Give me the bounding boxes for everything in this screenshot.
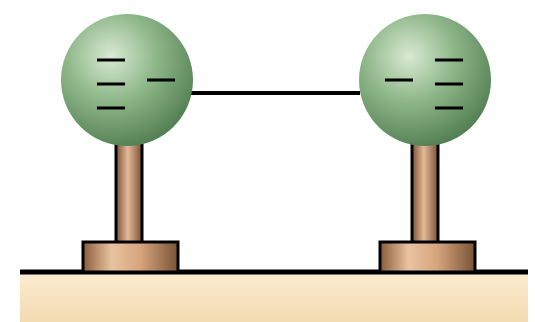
- left-base: [81, 240, 180, 274]
- right-base: [378, 240, 477, 274]
- left-post: [114, 138, 144, 247]
- right-sphere: [359, 14, 491, 146]
- table-surface: [20, 272, 528, 322]
- right-post: [410, 138, 440, 247]
- right-stand: [378, 138, 477, 274]
- left-stand: [81, 138, 180, 274]
- left-sphere: [61, 14, 193, 146]
